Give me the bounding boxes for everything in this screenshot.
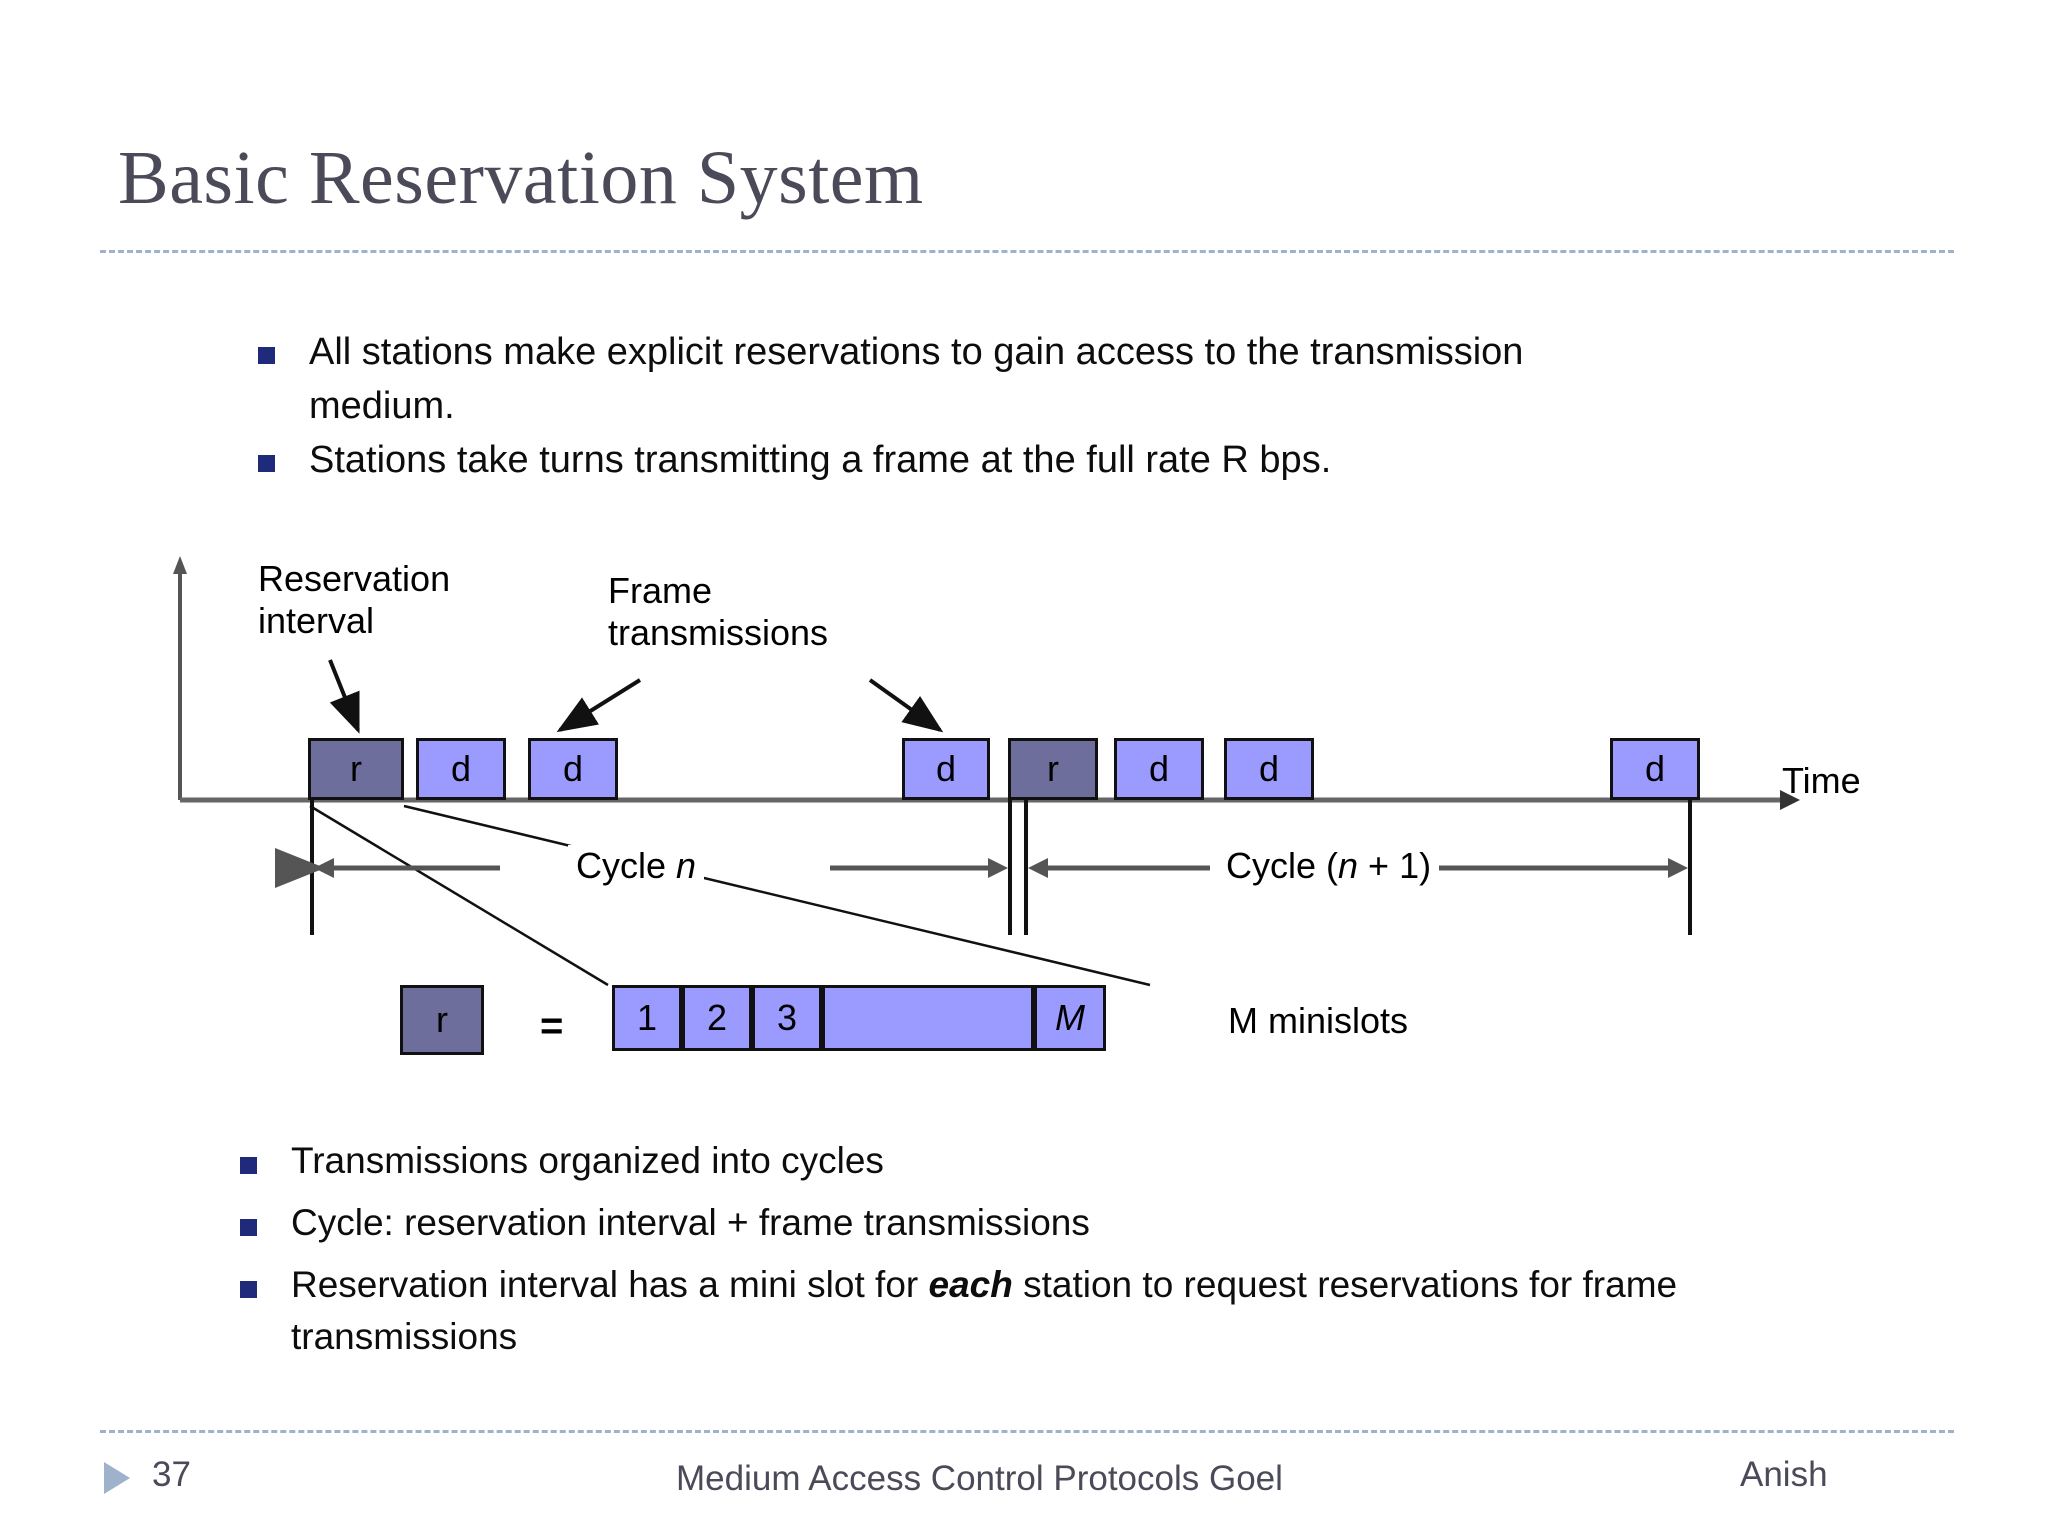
- minislot-cell: 3: [752, 985, 822, 1051]
- timeline-data-slot: d: [1610, 738, 1700, 800]
- timeline-data-slot: d: [1114, 738, 1204, 800]
- timeline-data-slot: d: [416, 738, 506, 800]
- square-bullet-icon: [240, 1157, 257, 1174]
- square-bullet-icon: [240, 1219, 257, 1236]
- bullet-text: Transmissions organized into cycles: [291, 1140, 884, 1181]
- label-reservation-interval: Reservation interval: [258, 558, 451, 641]
- slot-label: d: [450, 748, 472, 789]
- timeline-reservation-slot: r: [1008, 738, 1098, 800]
- footer-title: Medium Access Control Protocols Goel: [676, 1459, 1283, 1498]
- legend-reservation-box: r: [400, 985, 484, 1055]
- minislot-cell: 1: [612, 985, 682, 1051]
- footer-author: Anish: [1740, 1455, 1828, 1494]
- minislot-label: 3: [776, 997, 798, 1038]
- top-bullet-list: All stations make explicit reservations …: [258, 325, 1678, 487]
- label-frame-transmissions: Frame transmissions: [608, 570, 829, 653]
- timeline-data-slot: d: [902, 738, 990, 800]
- triangle-bullet-icon: [104, 1462, 130, 1494]
- bullet-text-emphasis: each: [928, 1264, 1013, 1305]
- slot-label: d: [1644, 748, 1666, 789]
- bullet-text-part-b: station to request reservations for fram…: [291, 1264, 1678, 1357]
- timeline-data-slot: d: [1224, 738, 1314, 800]
- page-number: 37: [152, 1455, 191, 1494]
- timeline-data-slot: d: [528, 738, 618, 800]
- list-item: Cycle: reservation interval + frame tran…: [240, 1197, 1740, 1249]
- bullet-text: Reservation interval has a mini slot for…: [291, 1259, 1740, 1363]
- label-cycle-n-plus-1: Cycle (n + 1): [1218, 845, 1440, 887]
- slot-label: d: [1258, 748, 1280, 789]
- minislot-label: M: [1055, 997, 1085, 1038]
- page-title: Basic Reservation System: [118, 136, 924, 220]
- cycle-n1-variable: n: [1338, 845, 1359, 886]
- bullet-text: Cycle: reservation interval + frame tran…: [291, 1202, 1090, 1243]
- minislot-cell: 2: [682, 985, 752, 1051]
- slot-label: r: [1047, 748, 1059, 789]
- bottom-bullet-list: Transmissions organized into cycles Cycl…: [240, 1135, 1740, 1373]
- legend-reservation-label: r: [436, 999, 448, 1040]
- label-cycle-n: Cycle n: [568, 845, 705, 887]
- minislot-cell: M: [1034, 985, 1106, 1051]
- slot-label: d: [1148, 748, 1170, 789]
- minislot-cell: [822, 985, 1034, 1051]
- title-divider: [100, 250, 1954, 253]
- label-time-axis: Time: [1782, 760, 1861, 801]
- slot-label: r: [350, 748, 362, 789]
- bullet-text: All stations make explicit reservations …: [309, 331, 1524, 427]
- slot-label: d: [562, 748, 584, 789]
- cycle-n1-suffix: + 1): [1358, 845, 1432, 886]
- minislot-label: 1: [636, 997, 658, 1038]
- square-bullet-icon: [258, 347, 275, 364]
- list-item: Stations take turns transmitting a frame…: [258, 433, 1678, 487]
- bullet-text-part-a: Reservation interval has a mini slot for: [291, 1264, 929, 1305]
- equals-sign: =: [540, 1004, 564, 1048]
- square-bullet-icon: [258, 455, 275, 472]
- slot-label: d: [935, 748, 957, 789]
- square-bullet-icon: [240, 1281, 257, 1298]
- label-m-minislots: M minislots: [1228, 1000, 1409, 1041]
- cycle-n-prefix: Cycle: [576, 845, 677, 886]
- minislot-label: 2: [706, 997, 728, 1038]
- cycle-n-variable: n: [676, 845, 697, 886]
- timeline-reservation-slot: r: [308, 738, 404, 800]
- cycle-n1-prefix: Cycle (: [1226, 845, 1339, 886]
- list-item: Transmissions organized into cycles: [240, 1135, 1740, 1187]
- list-item: Reservation interval has a mini slot for…: [240, 1259, 1740, 1363]
- bullet-text: Stations take turns transmitting a frame…: [309, 439, 1332, 481]
- footer-divider: [100, 1430, 1954, 1433]
- list-item: All stations make explicit reservations …: [258, 325, 1678, 433]
